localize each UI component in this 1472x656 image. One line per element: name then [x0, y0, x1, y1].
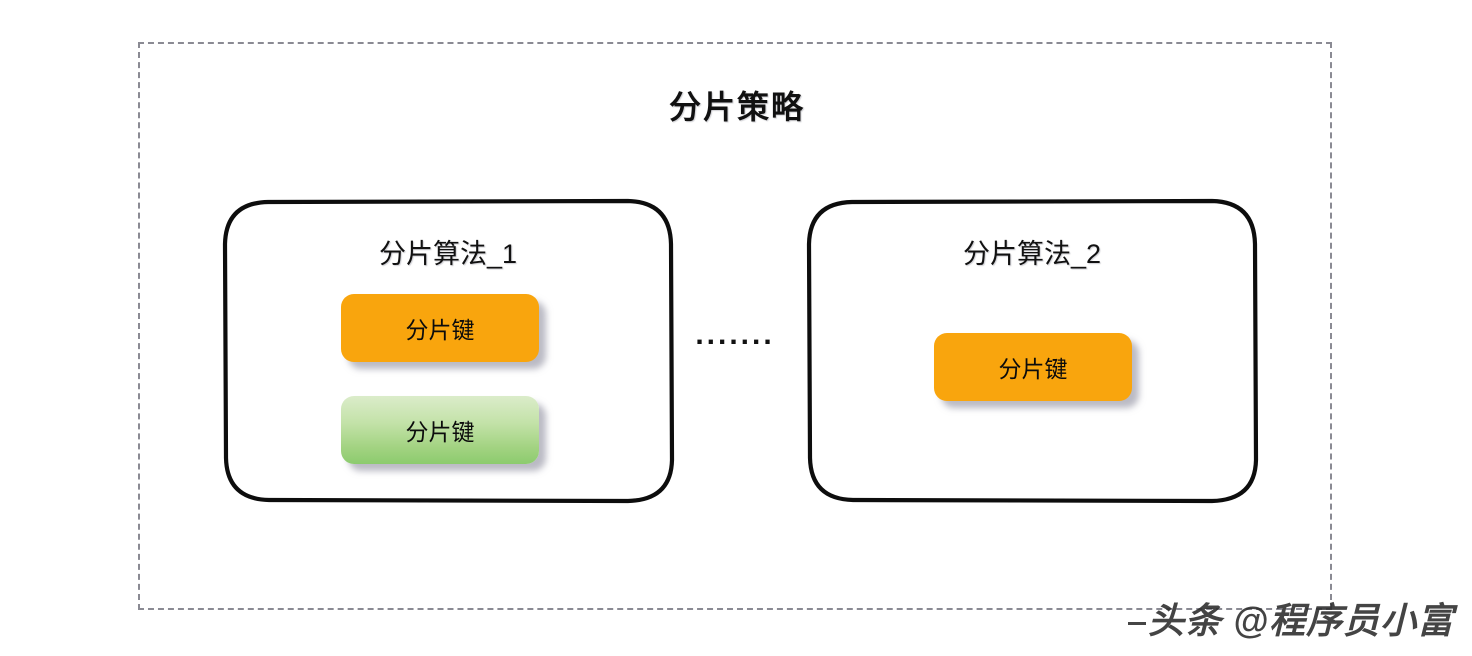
shard-key-label: 分片键 [998, 356, 1068, 382]
shard-key-chip-1-2[interactable]: 分片键 [341, 396, 539, 464]
watermark-dash-icon [1128, 621, 1146, 625]
shard-key-chip-2-1[interactable]: 分片键 [934, 333, 1132, 401]
watermark: 头条 @程序员小富 [1128, 592, 1454, 644]
sharding-algorithm-panel-1[interactable]: 分片算法_1 分片键 分片键 [222, 198, 675, 504]
algorithm-title-1: 分片算法_1 [378, 239, 518, 269]
shard-key-label: 分片键 [405, 419, 475, 445]
algorithm-title-2: 分片算法_2 [962, 239, 1102, 269]
watermark-text: 头条 @程序员小富 [1148, 600, 1455, 641]
shard-key-chip-1-1[interactable]: 分片键 [341, 294, 539, 362]
ellipsis-connector: ....... [695, 318, 775, 351]
shard-key-label: 分片键 [405, 317, 475, 343]
sharding-algorithm-panel-2[interactable]: 分片算法_2 分片键 [806, 198, 1259, 504]
page-title: 分片策略 [668, 89, 805, 125]
